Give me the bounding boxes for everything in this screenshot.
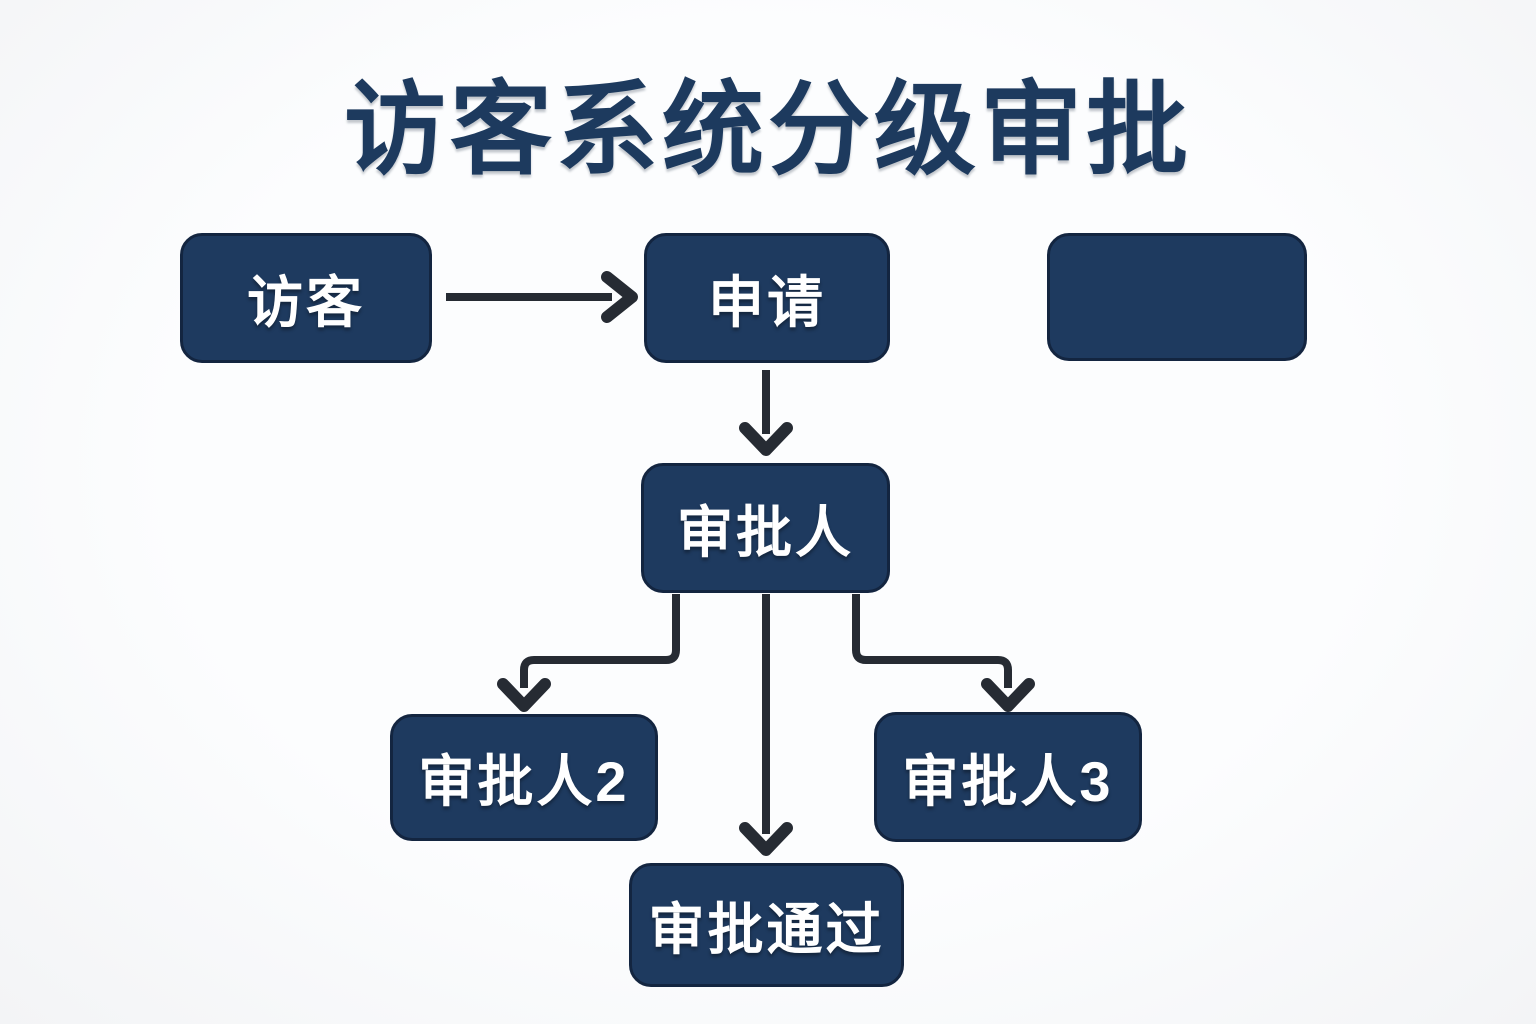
node-approver-label: 审批人: [677, 500, 854, 564]
node-approver3: 审批人3: [874, 712, 1142, 842]
diagram-title: 访客系统分级审批: [344, 73, 1192, 187]
edge-approver-approved: [739, 594, 793, 856]
node-approver2: 审批人2: [390, 714, 658, 841]
node-approver: 审批人: [641, 463, 890, 593]
node-approver3-label: 审批人3: [902, 749, 1114, 813]
node-approved: 审批通过: [629, 863, 904, 987]
node-approved-label: 审批通过: [648, 897, 885, 961]
edge-approver-approver2: [497, 594, 680, 712]
node-empty-placeholder: [1047, 233, 1307, 361]
node-application: 申请: [644, 233, 890, 363]
edge-visitor-application: [446, 271, 638, 323]
edge-application-approver: [739, 370, 793, 456]
node-visitor: 访客: [180, 233, 432, 363]
node-approver2-label: 审批人2: [418, 750, 630, 813]
node-application-label: 申请: [708, 270, 826, 334]
node-visitor-label: 访客: [247, 270, 365, 334]
edge-approver-approver3: [852, 594, 1035, 712]
